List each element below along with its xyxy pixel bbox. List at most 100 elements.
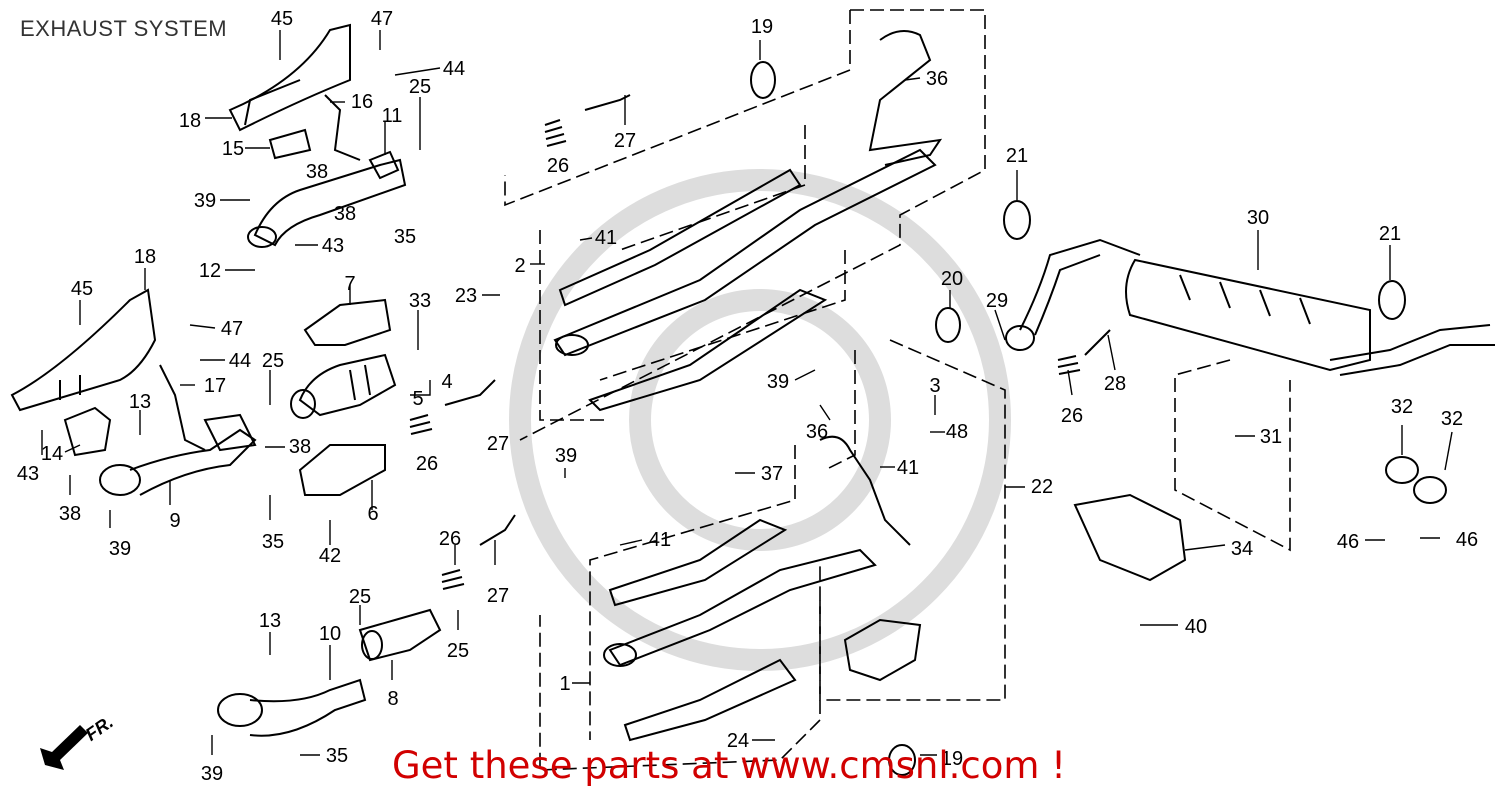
lower-bracket-18 — [10, 288, 157, 412]
callout-41a: 41 — [595, 227, 617, 249]
upper-bracket-18 — [228, 23, 351, 132]
callout-34: 34 — [1231, 538, 1253, 560]
callout-44a: 44 — [443, 58, 465, 80]
heat-shield-34 — [1073, 493, 1187, 582]
callout-47b: 47 — [221, 318, 243, 340]
callout-39d: 39 — [555, 445, 577, 467]
callout-25a: 25 — [409, 76, 431, 98]
callout-38d: 38 — [289, 436, 311, 458]
callout-4: 4 — [441, 371, 452, 393]
callout-46b: 46 — [1456, 529, 1478, 551]
callout-35c: 35 — [326, 745, 348, 767]
footer-link-text[interactable]: Get these parts at www.cmsnl.com ! — [392, 744, 1067, 787]
callout-41c: 41 — [649, 529, 671, 551]
callout-27c: 27 — [487, 585, 509, 607]
callout-47a: 47 — [371, 8, 393, 30]
callout-26d: 26 — [439, 528, 461, 550]
callout-13b: 13 — [259, 610, 281, 632]
callout-48: 48 — [946, 421, 968, 443]
callout-17: 17 — [204, 375, 226, 397]
callout-38a: 38 — [306, 161, 328, 183]
muffler-30 — [1005, 238, 1495, 376]
callout-2: 2 — [514, 255, 525, 277]
callout-36b: 36 — [806, 421, 828, 443]
callout-7: 7 — [344, 273, 355, 295]
callout-15: 15 — [222, 138, 244, 160]
callout-9: 9 — [169, 510, 180, 532]
front-pipe-9 — [99, 364, 257, 496]
callout-19b: 19 — [941, 748, 963, 770]
callout-27b: 27 — [487, 433, 509, 455]
callout-16: 16 — [351, 91, 373, 113]
callout-6: 6 — [367, 503, 378, 525]
callout-39c: 39 — [767, 371, 789, 393]
page-title: EXHAUST SYSTEM — [20, 16, 228, 41]
callout-36a: 36 — [926, 68, 948, 90]
callout-27a: 27 — [614, 130, 636, 152]
callout-23: 23 — [455, 285, 477, 307]
callout-21b: 21 — [1379, 223, 1401, 245]
callout-43b: 43 — [17, 463, 39, 485]
callout-1: 1 — [559, 673, 570, 695]
callout-44b: 44 — [229, 350, 251, 372]
mid-pipe-1 — [603, 435, 911, 742]
callout-39e: 39 — [201, 763, 223, 785]
callout-10: 10 — [319, 623, 341, 645]
watermark-logo — [509, 169, 1011, 671]
callout-3: 3 — [929, 375, 940, 397]
callout-32a: 32 — [1391, 396, 1413, 418]
callout-39a: 39 — [194, 190, 216, 212]
callout-5: 5 — [412, 388, 423, 410]
upper-pipe-11 — [247, 150, 407, 248]
callout-46a: 46 — [1337, 531, 1359, 553]
callout-8: 8 — [387, 688, 398, 710]
callout-11: 11 — [382, 105, 403, 127]
callout-14: 14 — [41, 443, 63, 465]
callout-42: 42 — [319, 545, 341, 567]
callout-19a: 19 — [751, 16, 773, 38]
callout-25c: 25 — [349, 586, 371, 608]
callout-35b: 35 — [262, 531, 284, 553]
callout-38c: 38 — [59, 503, 81, 525]
callout-20: 20 — [941, 268, 963, 290]
callout-18a: 18 — [179, 110, 201, 132]
callout-13a: 13 — [129, 391, 151, 413]
front-pipe-10 — [217, 608, 442, 737]
rubber-mounts — [750, 61, 1447, 776]
callout-25b: 25 — [262, 350, 284, 372]
bolts-27 — [444, 94, 1111, 546]
direction-label: FR. — [82, 712, 117, 745]
cover-15 — [268, 128, 312, 160]
callout-38b: 38 — [334, 203, 356, 225]
callout-45a: 45 — [271, 8, 293, 30]
callout-39b: 39 — [109, 538, 131, 560]
callout-26a: 26 — [416, 453, 438, 475]
callout-32b: 32 — [1441, 408, 1463, 430]
callout-12: 12 — [199, 260, 221, 282]
callout-22: 22 — [1031, 476, 1053, 498]
callout-26b: 26 — [547, 155, 569, 177]
callout-43a: 43 — [322, 235, 344, 257]
converter-7 — [290, 298, 397, 419]
callout-40: 40 — [1185, 616, 1207, 638]
callout-37: 37 — [761, 463, 783, 485]
callout-24: 24 — [727, 730, 749, 752]
callout-45b: 45 — [71, 278, 93, 300]
callout-21a: 21 — [1006, 145, 1028, 167]
callout-29: 29 — [986, 290, 1008, 312]
callout-28: 28 — [1104, 373, 1126, 395]
callout-41b: 41 — [897, 457, 919, 479]
callout-25d: 25 — [447, 640, 469, 662]
bracket-14 — [63, 406, 112, 457]
callout-18b: 18 — [134, 246, 156, 268]
front-direction-arrow: FR. — [40, 712, 117, 770]
springs-26 — [409, 119, 1081, 590]
heat-shield-22 — [843, 618, 922, 682]
callout-30: 30 — [1247, 207, 1269, 229]
callout-35a: 35 — [394, 226, 416, 248]
mid-pipe-2 — [553, 30, 943, 412]
callout-numbers: 45 47 44 25 16 11 18 15 38 39 38 35 43 1… — [17, 8, 1478, 785]
group-outlines — [504, 9, 1291, 771]
callout-33: 33 — [409, 290, 431, 312]
